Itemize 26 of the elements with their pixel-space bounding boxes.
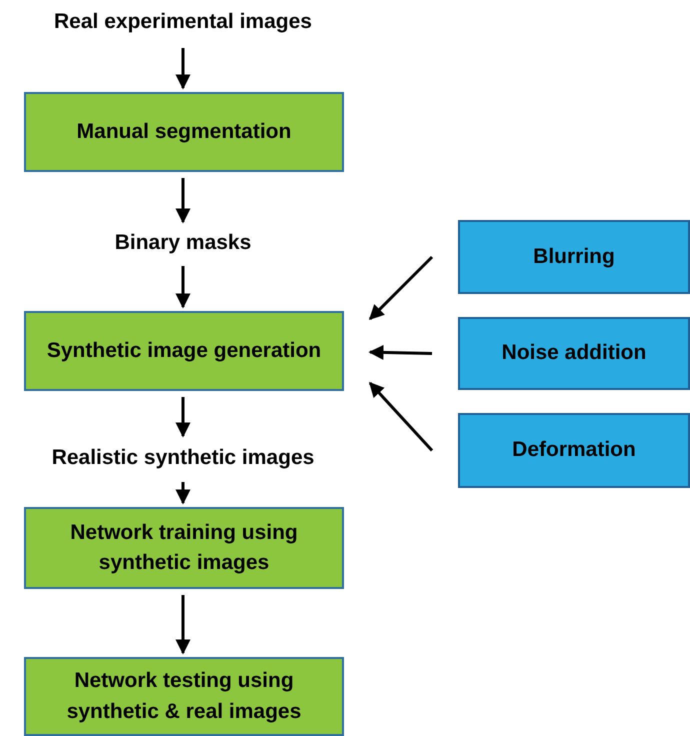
process-box [24, 311, 344, 391]
operation-box [458, 413, 690, 488]
box-label: Manual segmentation [76, 118, 292, 145]
arrow [176, 595, 190, 654]
arrow [176, 48, 190, 90]
stage-label: Realistic synthetic images [50, 444, 316, 471]
box-label: Blurring [532, 244, 616, 270]
box-label: Noise addition [500, 340, 648, 366]
arrow [176, 482, 190, 504]
arrow [176, 266, 190, 308]
box-label: Synthetic image generation [46, 338, 322, 364]
arrow [368, 256, 434, 320]
box-label: Deformation [511, 437, 637, 464]
box-label: Network testing using synthetic & real images [66, 668, 302, 724]
arrow [368, 344, 432, 360]
process-box [24, 92, 344, 172]
stage-label: Binary masks [114, 230, 252, 256]
arrow [176, 178, 190, 224]
operation-box [458, 317, 690, 390]
operation-box [458, 220, 690, 294]
stage-label: Real experimental images [53, 8, 313, 35]
arrow [368, 382, 434, 452]
box-label: Network training using synthetic images [69, 520, 299, 576]
arrow [176, 397, 190, 438]
process-box [24, 657, 344, 736]
process-box [24, 507, 344, 589]
